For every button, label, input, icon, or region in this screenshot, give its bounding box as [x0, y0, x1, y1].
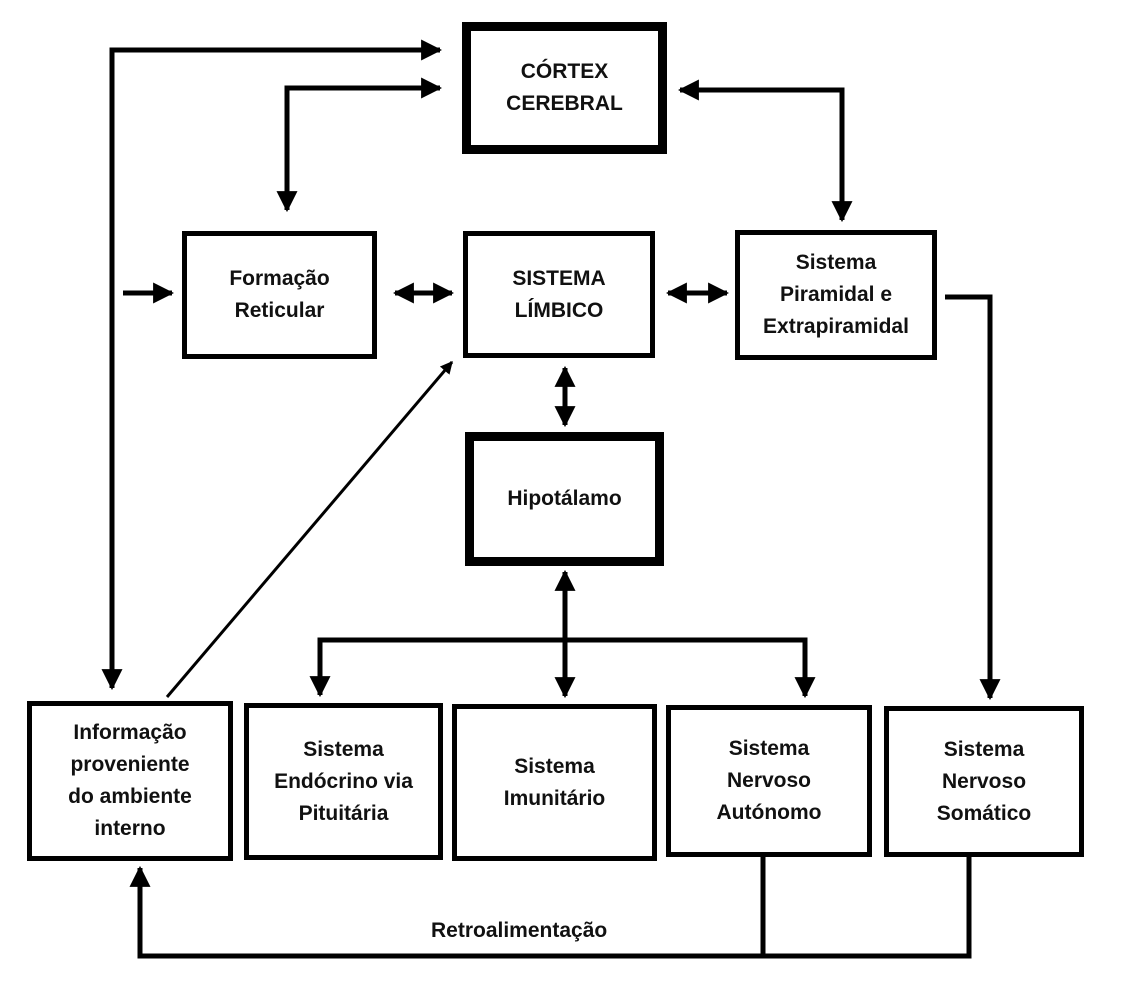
- node-sistema-limbico: SISTEMA LÍMBICO: [463, 231, 655, 358]
- node-label: Hipotálamo: [507, 487, 622, 510]
- node-label: SISTEMA LÍMBICO: [512, 266, 606, 322]
- node-label: Sistema Nervoso Somático: [936, 737, 1032, 825]
- edge-somatico-feedback: [129, 857, 972, 959]
- node-label: Formação Reticular: [229, 267, 330, 322]
- node-hipotalamo: Hipotálamo: [465, 432, 664, 566]
- edge-piramidal-to-cortex: [677, 79, 845, 200]
- edge-hipotalamo-to-endocrino: [309, 637, 565, 698]
- edge-reticular-to-cortex: [284, 77, 443, 200]
- node-sistema-imunitario: Sistema Imunitário: [452, 704, 657, 861]
- edge-info-to-cortex: [109, 39, 443, 686]
- node-sistema-nervoso-autonomo: Sistema Nervoso Autónomo: [666, 705, 872, 857]
- node-label: Sistema Endócrino via Pituitária: [274, 737, 413, 825]
- node-label: Sistema Piramidal e Extrapiramidal: [763, 251, 909, 338]
- node-cortex-cerebral: CÓRTEX CEREBRAL: [462, 22, 667, 154]
- node-label: Sistema Imunitário: [503, 754, 606, 810]
- feedback-label: Retroalimentação: [431, 919, 608, 942]
- node-formacao-reticular: Formação Reticular: [182, 231, 377, 359]
- node-sistema-endocrino: Sistema Endócrino via Pituitária: [244, 703, 443, 860]
- edge-piramidal-to-somatico: [945, 294, 1001, 701]
- node-informacao-ambiente-interno: Informação proveniente do ambiente inter…: [27, 701, 233, 861]
- node-label: CÓRTEX CEREBRAL: [506, 60, 623, 115]
- node-label: Informação proveniente do ambiente inter…: [68, 721, 192, 840]
- node-label: Sistema Nervoso Autónomo: [716, 737, 822, 824]
- edge-hipotalamo-to-autonomo: [565, 637, 816, 699]
- node-sistema-piramidal: Sistema Piramidal e Extrapiramidal: [735, 230, 937, 360]
- edge-info-to-limbico: [165, 361, 454, 698]
- node-sistema-nervoso-somatico: Sistema Nervoso Somático: [884, 706, 1084, 857]
